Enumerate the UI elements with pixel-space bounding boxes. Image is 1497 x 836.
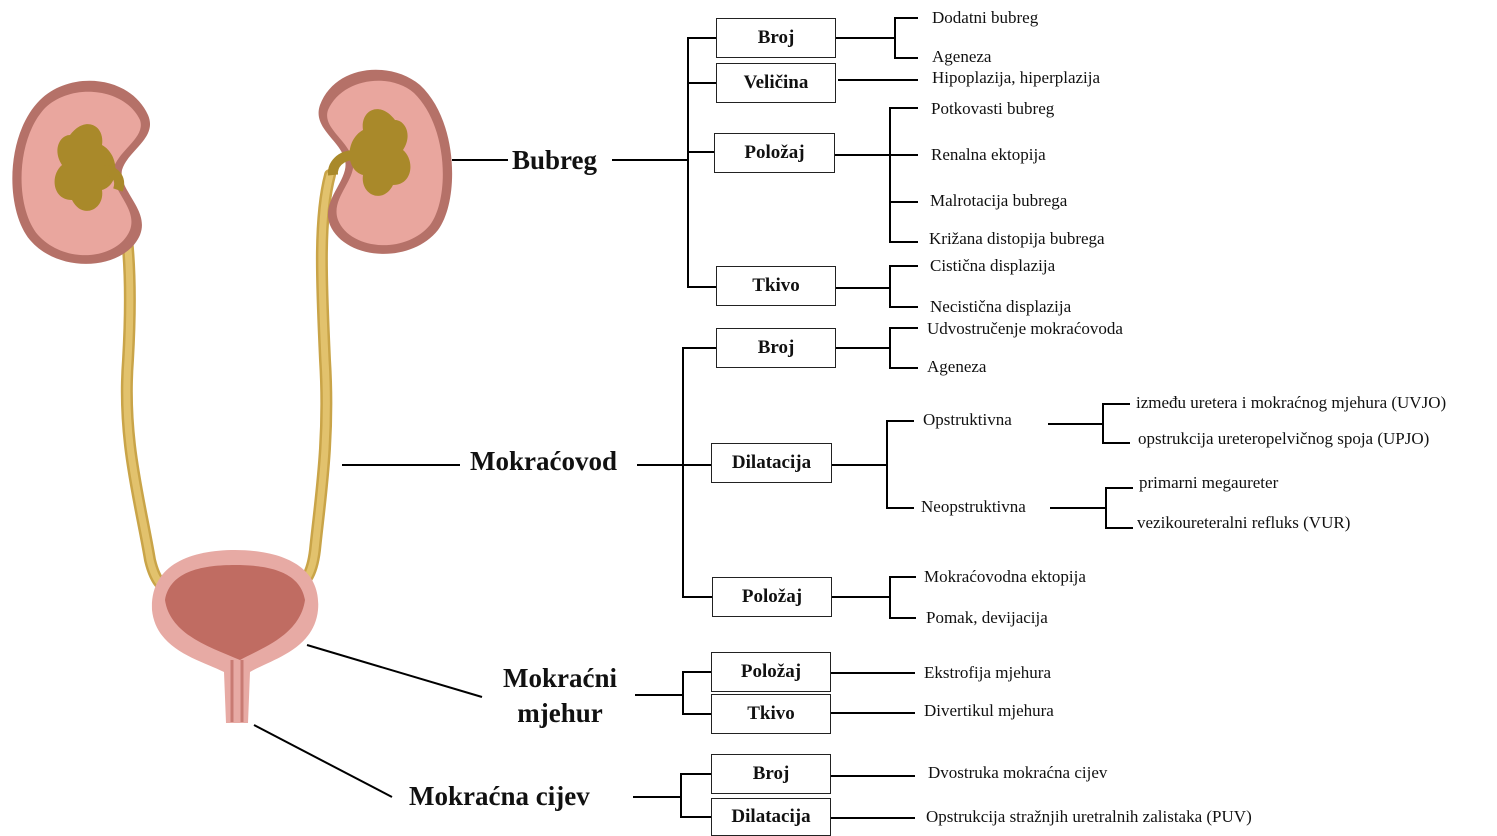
ureter-neopstruktivna: Neopstruktivna <box>921 497 1026 517</box>
urethra-title: Mokraćna cijev <box>409 780 590 812</box>
ureter-neopstruktivna-item-1: primarni megaureter <box>1139 473 1278 493</box>
ureter-polozaj-item-2: Pomak, devijacija <box>926 608 1048 628</box>
kidney-velicina-item-1: Hipoplazija, hiperplazija <box>932 68 1100 88</box>
ureter-broj-box: Broj <box>716 328 836 368</box>
kidney-broj-item-2: Ageneza <box>932 47 991 67</box>
ureter-polozaj-item-1: Mokraćovodna ektopija <box>924 567 1086 587</box>
ureter-polozaj-box: Položaj <box>712 577 832 617</box>
kidney-tkivo-item-1: Cistična displazija <box>930 256 1055 276</box>
urethra-dilatacija-box: Dilatacija <box>711 798 831 836</box>
bladder-title-line-1: Mokraćni <box>480 662 640 694</box>
kidney-title: Bubreg <box>512 144 597 176</box>
kidney-polozaj-item-1: Potkovasti bubreg <box>931 99 1054 119</box>
bladder-tkivo-box: Tkivo <box>711 694 831 734</box>
kidney-broj-item-1: Dodatni bubreg <box>932 8 1038 28</box>
urethra-dilatacija-item-1: Opstrukcija stražnjih uretralnih zalista… <box>926 807 1252 827</box>
ureter-opstruktivna: Opstruktivna <box>923 410 1012 430</box>
kidney-tkivo-item-2: Necistična displazija <box>930 297 1071 317</box>
ureter-title: Mokraćovod <box>470 445 617 477</box>
ureter-broj-item-1: Udvostručenje mokraćovoda <box>927 319 1123 339</box>
kidney-velicina-box: Veličina <box>716 63 836 103</box>
urethra-broj-item-1: Dvostruka mokraćna cijev <box>928 763 1107 783</box>
kidney-polozaj-item-3: Malrotacija bubrega <box>930 191 1067 211</box>
ureter-opstruktivna-item-1: između uretera i mokraćnog mjehura (UVJO… <box>1136 393 1446 413</box>
bladder-tkivo-item-1: Divertikul mjehura <box>924 701 1054 721</box>
ureter-neopstruktivna-item-2: vezikoureteralni refluks (VUR) <box>1137 513 1350 533</box>
ureter-dilatacija-box: Dilatacija <box>711 443 832 483</box>
bladder-polozaj-item-1: Ekstrofija mjehura <box>924 663 1051 683</box>
ureter-opstruktivna-item-2: opstrukcija ureteropelvičnog spoja (UPJO… <box>1138 429 1429 449</box>
kidney-polozaj-item-4: Križana distopija bubrega <box>929 229 1105 249</box>
bladder-title-line-2: mjehur <box>480 697 640 729</box>
kidney-tkivo-box: Tkivo <box>716 266 836 306</box>
ureter-broj-item-2: Ageneza <box>927 357 986 377</box>
kidney-broj-box: Broj <box>716 18 836 58</box>
urethra-broj-box: Broj <box>711 754 831 794</box>
bladder-polozaj-box: Položaj <box>711 652 831 692</box>
kidney-polozaj-item-2: Renalna ektopija <box>931 145 1046 165</box>
kidney-polozaj-box: Položaj <box>714 133 835 173</box>
